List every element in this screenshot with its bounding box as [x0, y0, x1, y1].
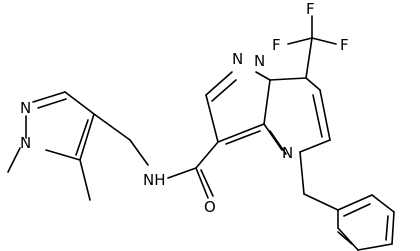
bond	[305, 37, 313, 79]
atom-label-nh: NH	[143, 171, 166, 189]
bond	[299, 139, 331, 153]
bond	[337, 227, 359, 251]
bond	[75, 119, 89, 156]
bond	[205, 71, 233, 96]
atom-label-n: N	[232, 50, 243, 68]
bond	[225, 130, 261, 145]
amide-group	[167, 141, 219, 199]
bond	[205, 94, 219, 143]
atom-label-o: O	[204, 198, 216, 216]
bond	[129, 139, 149, 166]
atom-label-f: F	[272, 36, 281, 54]
bond	[391, 211, 395, 245]
bond	[93, 113, 131, 141]
bond	[263, 123, 283, 151]
bond	[263, 79, 271, 125]
bond	[167, 167, 197, 179]
methyl-bond	[7, 147, 21, 173]
bond	[319, 89, 331, 141]
bond	[217, 123, 265, 143]
bond	[357, 243, 393, 251]
atom-label-n: N	[20, 134, 31, 152]
bond	[195, 141, 219, 169]
bond	[37, 98, 67, 109]
trifluoromethyl-group	[287, 15, 337, 79]
bond	[312, 94, 323, 138]
bond	[337, 231, 353, 245]
bond	[269, 77, 307, 81]
atom-label-f: F	[340, 36, 349, 54]
bond	[305, 77, 321, 91]
atom-label-n: N	[282, 144, 293, 162]
bond	[32, 91, 66, 103]
pyrazolopyrimidine-core	[205, 71, 331, 155]
bond	[79, 113, 95, 161]
atom-label-n: N	[20, 99, 31, 117]
atom-label-f: F	[306, 0, 315, 18]
dimethylpyrazole-ring	[7, 91, 149, 201]
carbonyl-bond	[195, 167, 209, 199]
bond	[385, 215, 389, 241]
bond	[287, 37, 313, 45]
phenyl-ring	[299, 151, 395, 251]
bond	[255, 71, 271, 81]
carbonyl-bond	[200, 169, 214, 197]
bond	[64, 91, 95, 115]
atom-label-n: N	[254, 52, 265, 70]
bond	[371, 194, 395, 213]
bond	[269, 130, 287, 155]
bond	[45, 149, 81, 161]
bond	[343, 203, 371, 217]
bond	[303, 193, 339, 211]
bond	[311, 37, 337, 45]
methyl-bond	[79, 159, 91, 201]
bond	[299, 151, 305, 195]
bond	[337, 194, 373, 211]
bond	[211, 79, 237, 102]
